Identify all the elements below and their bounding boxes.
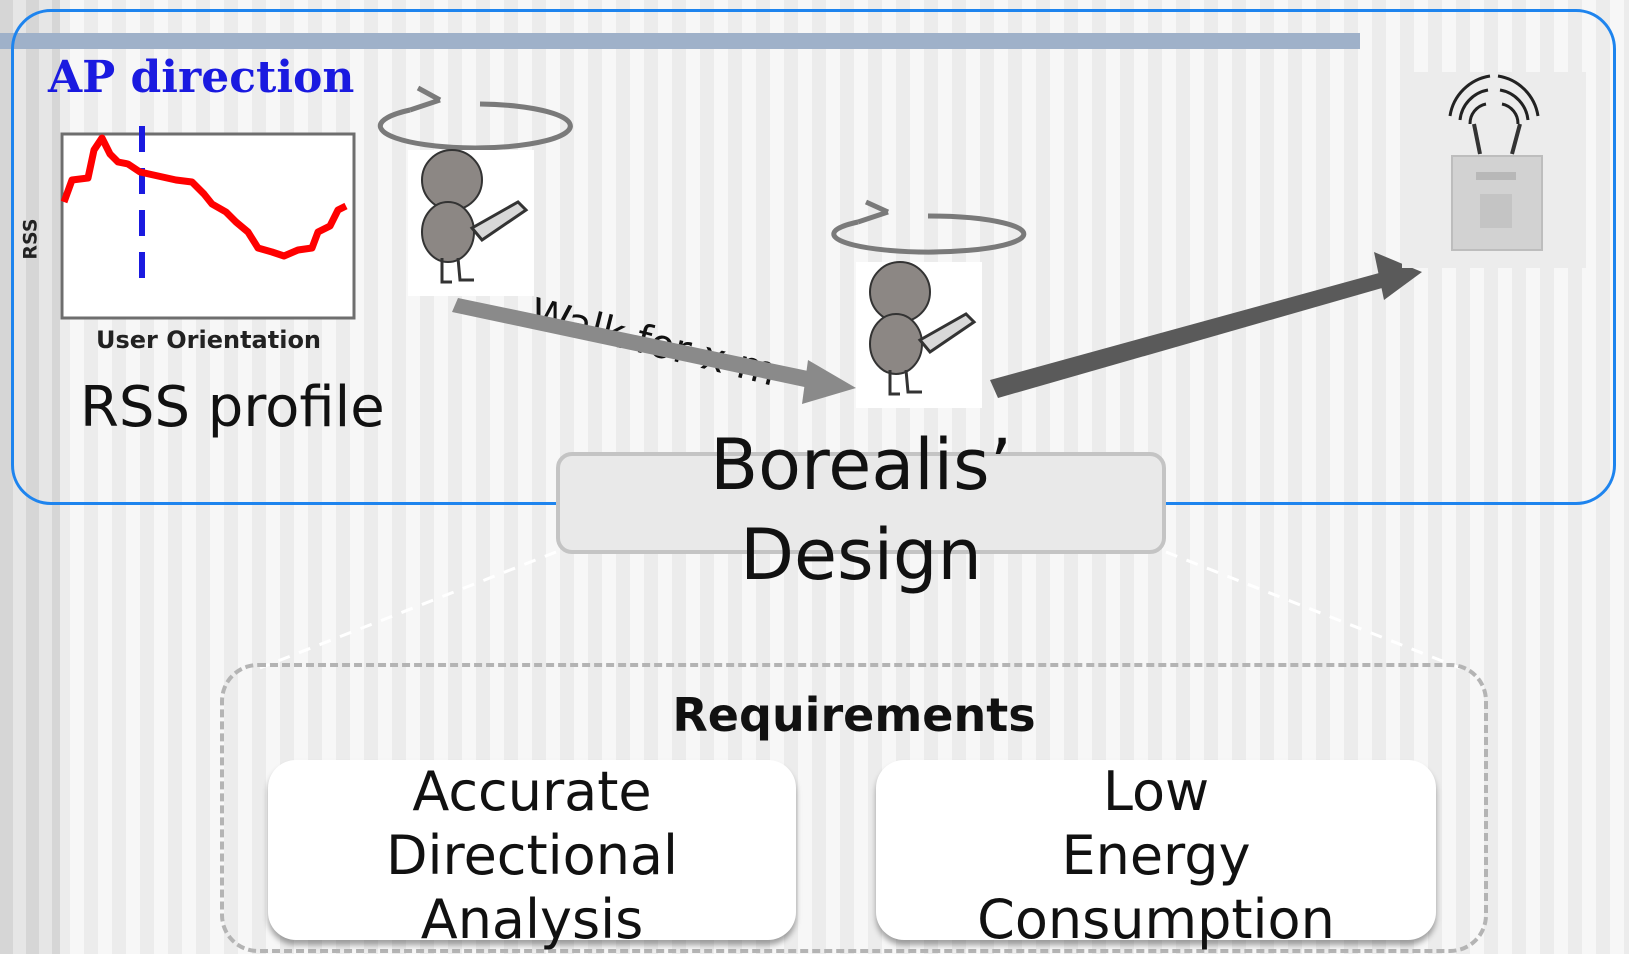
design-box bbox=[556, 452, 1166, 554]
requirement-line: Consumption bbox=[977, 888, 1335, 951]
requirement-line: Energy bbox=[1061, 824, 1251, 887]
rss-plot-frame bbox=[60, 132, 356, 320]
top-header-bar bbox=[0, 33, 1360, 49]
requirements-box bbox=[220, 663, 1488, 953]
requirement-card-accuracy: Accurate Directional Analysis bbox=[268, 760, 796, 951]
user-figure-icon bbox=[856, 261, 982, 408]
requirement-line: Directional bbox=[385, 824, 679, 887]
requirement-line: Accurate bbox=[412, 760, 652, 823]
requirements-title: Requirements bbox=[672, 688, 1036, 742]
access-point-icon bbox=[1402, 72, 1586, 268]
requirement-line: Analysis bbox=[420, 888, 644, 951]
user-figure-icon bbox=[408, 149, 534, 296]
design-line-2: Design bbox=[740, 514, 982, 596]
requirement-line: Low bbox=[1102, 760, 1210, 823]
rss-profile-label: RSS profile bbox=[80, 375, 385, 440]
requirement-text: Low Energy Consumption bbox=[876, 760, 1436, 952]
design-line-1: Borealis’ bbox=[710, 424, 1012, 506]
walk-arrow bbox=[452, 298, 856, 404]
ap-arrow bbox=[990, 252, 1422, 398]
ap-direction-label: AP direction bbox=[48, 52, 355, 103]
connector-right bbox=[1165, 550, 1461, 670]
rotation-indicator-2 bbox=[831, 199, 1027, 255]
design-title: Borealis’ Design bbox=[556, 420, 1166, 600]
user-orientation-label: User Orientation bbox=[96, 326, 322, 354]
requirement-card-energy: Low Energy Consumption bbox=[876, 760, 1436, 951]
rotation-indicator-1 bbox=[377, 85, 573, 151]
requirement-text: Accurate Directional Analysis bbox=[268, 760, 796, 952]
rss-curve bbox=[60, 134, 348, 260]
connector-left bbox=[259, 550, 557, 670]
